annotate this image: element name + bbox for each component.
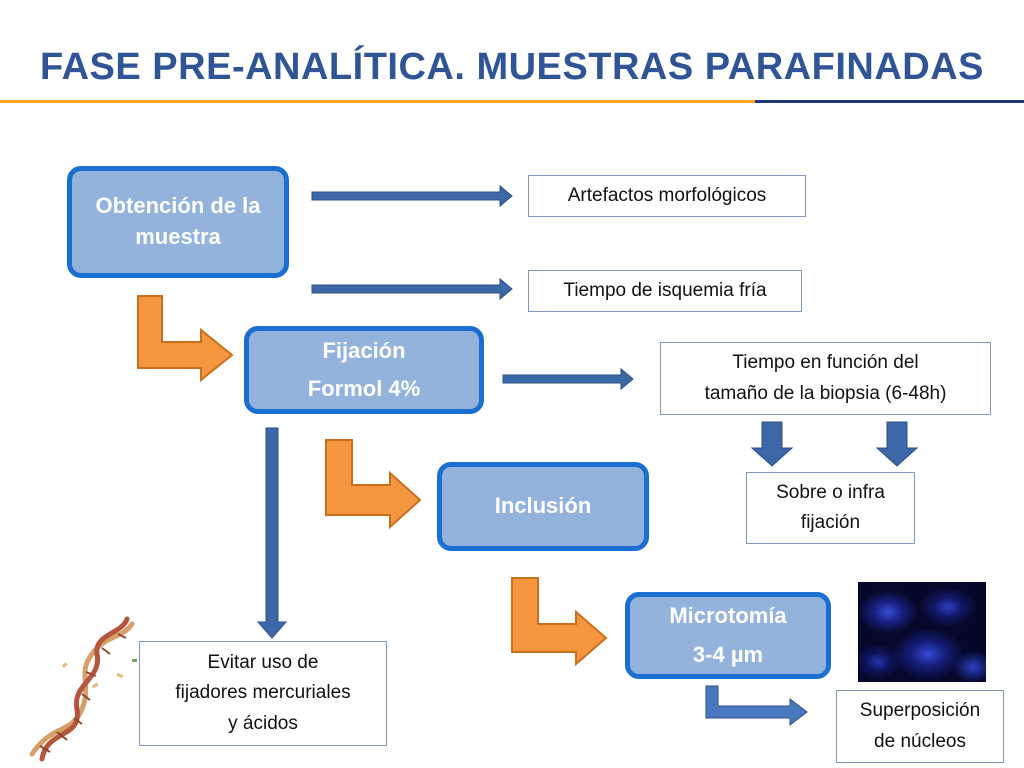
title-rule-orange <box>0 100 755 103</box>
dna-helix-icon <box>29 616 137 762</box>
node-fijacion-line-1: Fijación <box>322 337 406 363</box>
arrow-tiempo-fijacion-left <box>750 421 794 467</box>
note-evitar-line-1: Evitar uso de <box>207 651 319 673</box>
arrow-microtomia-superposicion <box>705 685 808 727</box>
note-evitar-fijadores: Evitar uso de fijadores mercuriales y ác… <box>139 641 387 746</box>
note-superposicion-line-2: de núcleos <box>874 730 966 752</box>
note-sobre-infra-fijacion: Sobre o infra fijación <box>746 472 915 544</box>
note-tiempo-biopsia: Tiempo en función del tamaño de la biops… <box>660 342 991 415</box>
node-inclusion: Inclusión <box>437 462 649 551</box>
page-title: FASE PRE-ANALÍTICA. MUESTRAS PARAFINADAS <box>40 46 984 88</box>
arrow-fijacion-tiempo <box>502 367 634 391</box>
note-tiempo-line-2: tamaño de la biopsia (6-48h) <box>704 382 947 404</box>
arrow-obtencion-fijacion <box>137 295 234 383</box>
note-tiempo-line-1: Tiempo en función del <box>732 352 919 374</box>
node-inclusion-line-1: Inclusión <box>494 493 592 519</box>
nuclei-micrograph-image <box>858 582 986 682</box>
arrow-obtencion-isquemia <box>311 277 513 301</box>
arrow-inclusion-microtomia <box>511 577 608 667</box>
note-isquemia-line-1: Tiempo de isquemia fría <box>563 279 767 301</box>
node-microtomia-line-2: 3-4 µm <box>692 641 764 667</box>
node-obtencion-line-2: muestra <box>135 224 221 249</box>
note-isquemia: Tiempo de isquemia fría <box>528 270 802 312</box>
note-superposicion-line-1: Superposición <box>859 700 981 722</box>
note-artefactos-line-1: Artefactos morfológicos <box>567 184 767 206</box>
note-artefactos: Artefactos morfológicos <box>528 175 806 217</box>
node-fijacion-line-2: Formol 4% <box>307 376 421 401</box>
note-fijacion-nivel-line-2: fijación <box>800 512 861 533</box>
note-fijacion-nivel-line-1: Sobre o infra <box>776 481 885 503</box>
title-rule-navy <box>755 100 1024 103</box>
node-microtomia: Microtomía 3-4 µm <box>625 592 831 679</box>
arrow-tiempo-fijacion-right <box>875 421 919 467</box>
node-microtomia-line-1: Microtomía <box>669 603 787 628</box>
arrow-fijacion-inclusion <box>325 439 422 530</box>
note-evitar-line-3: y ácidos <box>228 712 298 734</box>
arrow-fijacion-evitar <box>256 427 288 639</box>
node-fijacion: Fijación Formol 4% <box>244 326 484 414</box>
arrow-obtencion-artefactos <box>311 184 513 208</box>
note-evitar-line-2: fijadores mercuriales <box>175 682 351 704</box>
node-obtencion-line-1: Obtención de la <box>95 193 261 219</box>
node-obtencion-muestra: Obtención de la muestra <box>67 166 289 278</box>
note-superposicion-nucleos: Superposición de núcleos <box>836 690 1004 763</box>
